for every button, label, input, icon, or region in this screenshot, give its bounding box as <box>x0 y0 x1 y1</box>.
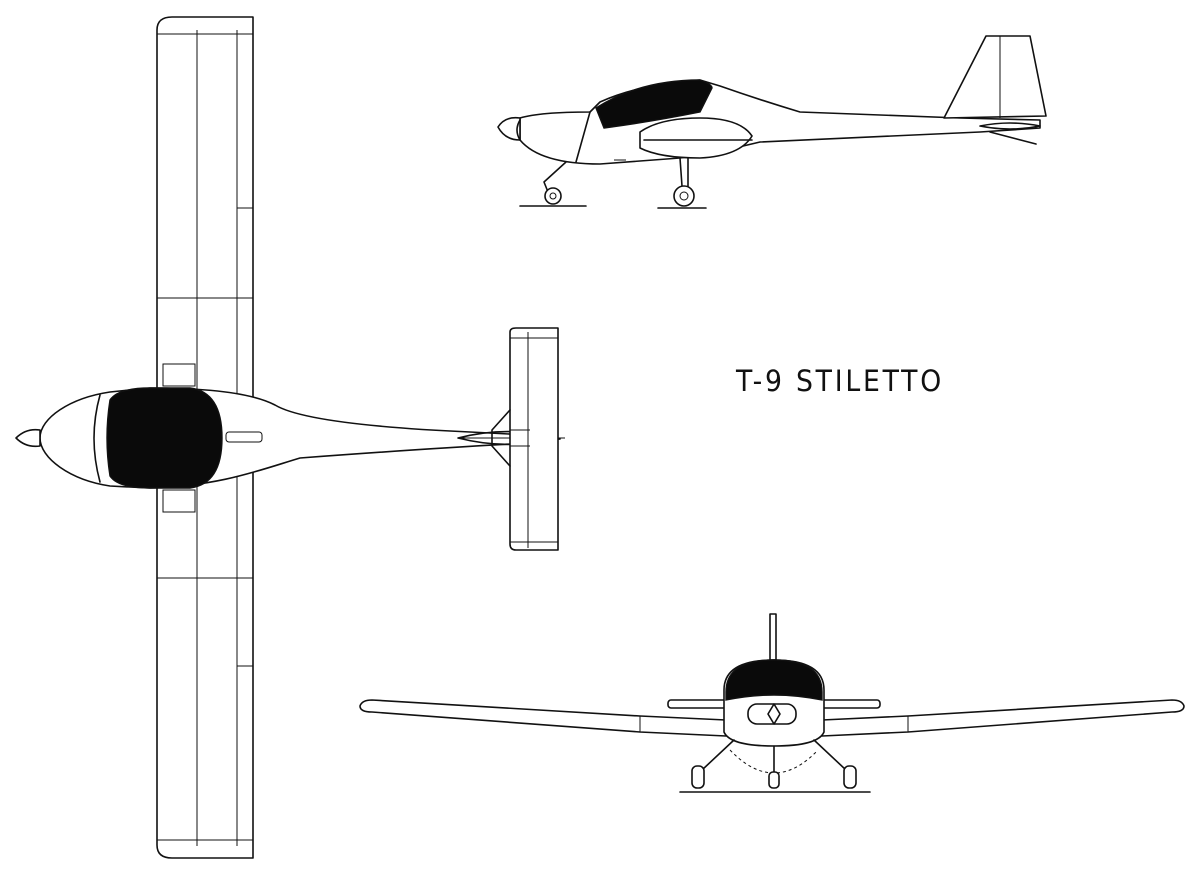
top-view-canopy <box>106 387 223 489</box>
top-view-horizontal-tail <box>491 327 559 551</box>
side-view-canopy <box>595 79 713 129</box>
top-view <box>15 16 565 859</box>
side-view <box>497 35 1047 209</box>
front-view-canopy <box>725 659 823 701</box>
side-view-vertical-tail <box>943 35 1047 119</box>
drawing-title: T-9 STILETTO <box>736 364 945 398</box>
front-view <box>359 613 1185 793</box>
top-view-spinner <box>15 428 41 448</box>
